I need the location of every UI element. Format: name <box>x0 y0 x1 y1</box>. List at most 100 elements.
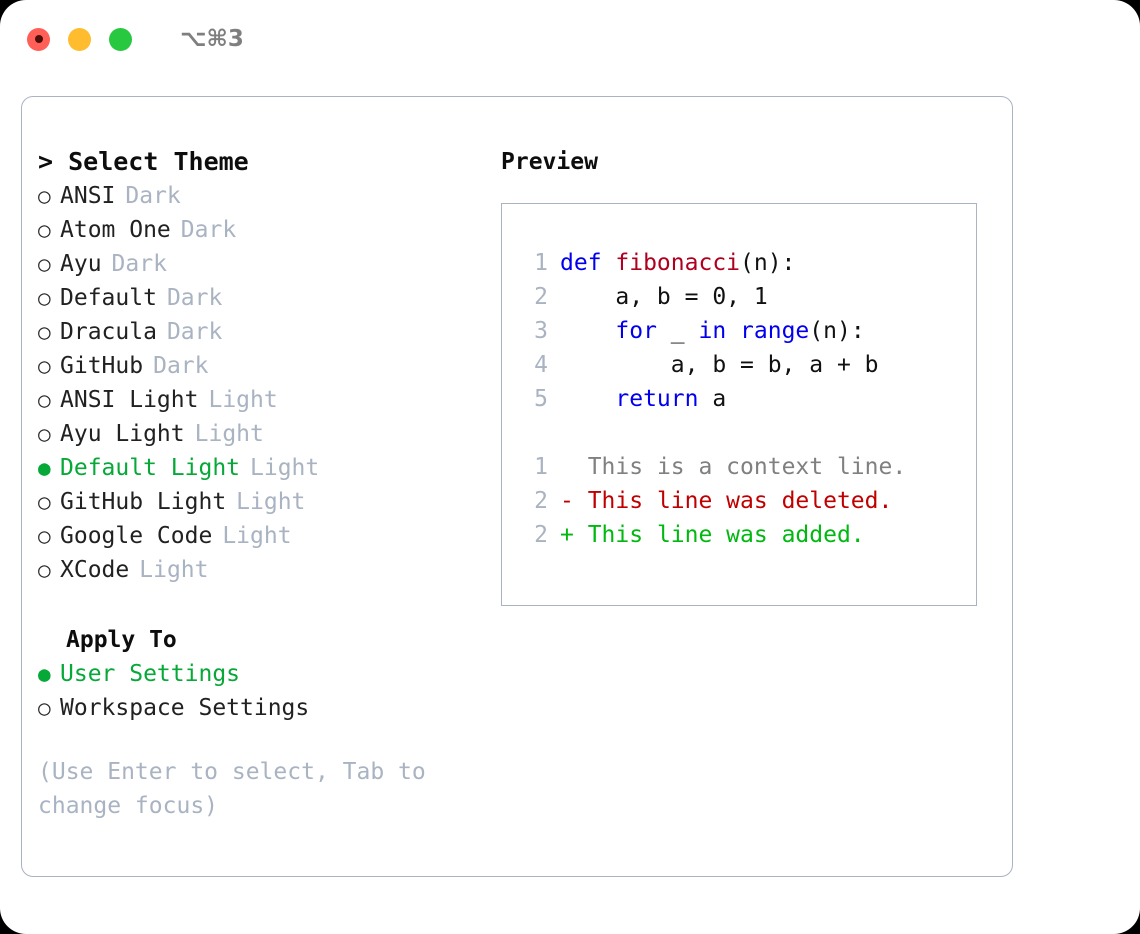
apply-to-option[interactable]: ○ Workspace Settings <box>38 691 488 725</box>
code-token: for <box>615 318 671 344</box>
code-line-number: 2 <box>534 284 548 310</box>
code-token: def <box>560 250 616 276</box>
theme-list-item[interactable]: ○ GitHub Dark <box>38 349 488 383</box>
apply-to-option[interactable]: ● User Settings <box>38 657 488 691</box>
diff-text: This line was added. <box>587 522 865 548</box>
radio-unselected-icon[interactable]: ○ <box>38 184 51 208</box>
radio-selected-icon[interactable]: ● <box>38 662 51 686</box>
theme-name-label: GitHub Light <box>60 489 227 515</box>
code-token: fibonacci <box>615 250 741 276</box>
theme-list-item[interactable]: ○ Atom One Dark <box>38 213 488 247</box>
theme-mode-tag: Dark <box>166 319 223 345</box>
diff-text: This is a context line. <box>587 454 907 480</box>
select-theme-heading: > Select Theme <box>38 147 249 176</box>
close-button[interactable] <box>27 27 50 51</box>
theme-name-label: XCode <box>60 557 130 583</box>
theme-name-label: Atom One <box>60 217 171 243</box>
apply-to-label: User Settings <box>60 661 241 687</box>
code-token <box>560 314 615 348</box>
code-line-number: 4 <box>534 352 548 378</box>
theme-mode-tag: Dark <box>125 183 181 209</box>
radio-unselected-icon[interactable]: ○ <box>38 696 51 720</box>
theme-name-label: Google Code <box>60 523 213 549</box>
radio-unselected-icon[interactable]: ○ <box>38 286 51 310</box>
radio-unselected-icon[interactable]: ○ <box>38 490 51 514</box>
theme-list-item[interactable]: ○ ANSI Light Light <box>38 383 488 417</box>
radio-unselected-icon[interactable]: ○ <box>38 388 51 412</box>
theme-list-item[interactable]: ○ GitHub Light Light <box>38 485 488 519</box>
maximize-button[interactable] <box>109 27 132 51</box>
diff-line-number: 1 <box>534 454 548 480</box>
window-controls <box>27 27 132 51</box>
code-line: 4 a, b = b, a + b <box>518 348 906 382</box>
diff-line-number: 2 <box>534 522 548 548</box>
theme-name-label: GitHub <box>60 353 144 379</box>
theme-list-item[interactable]: ○ XCode Light <box>38 553 488 587</box>
theme-name-label: Dracula <box>60 319 157 345</box>
code-line-number: 5 <box>534 386 548 412</box>
keyboard-hint-text: (Use Enter to select, Tab to change focu… <box>38 759 440 819</box>
radio-unselected-icon[interactable]: ○ <box>38 558 51 582</box>
radio-unselected-icon[interactable]: ○ <box>38 354 51 378</box>
radio-unselected-icon[interactable]: ○ <box>38 218 51 242</box>
code-line: 1 def fibonacci(n): <box>518 246 906 280</box>
theme-mode-tag: Light <box>222 523 292 549</box>
diff-line-number: 2 <box>534 488 548 514</box>
theme-mode-tag: Dark <box>166 285 223 311</box>
diff-marker <box>560 450 588 484</box>
diff-line: 1 This is a context line. <box>518 450 906 484</box>
radio-selected-icon[interactable]: ● <box>38 456 51 480</box>
code-token: (n): <box>740 250 796 276</box>
minimize-button[interactable] <box>68 27 91 51</box>
theme-name-label: ANSI <box>60 183 116 209</box>
apply-to-label: Workspace Settings <box>60 695 310 721</box>
code-token <box>560 382 615 416</box>
code-token: return <box>615 386 713 412</box>
code-line: 2 a, b = 0, 1 <box>518 280 906 314</box>
radio-unselected-icon[interactable]: ○ <box>38 252 51 276</box>
theme-mode-tag: Light <box>139 557 209 583</box>
code-token: a <box>712 386 727 412</box>
theme-mode-tag: Light <box>250 455 320 481</box>
theme-mode-tag: Dark <box>111 251 167 277</box>
theme-mode-tag: Light <box>236 489 306 515</box>
code-line: 5 return a <box>518 382 906 416</box>
code-token: range <box>740 318 810 344</box>
code-token: _ <box>670 318 699 344</box>
code-line-number: 3 <box>534 318 548 344</box>
code-token: (n): <box>809 318 865 344</box>
diff-text: This line was deleted. <box>587 488 893 514</box>
theme-name-label: ANSI Light <box>60 387 199 413</box>
diff-line: 2- This line was deleted. <box>518 484 906 518</box>
spacer <box>38 587 488 623</box>
theme-list-item[interactable]: ○ ANSI Dark <box>38 179 488 213</box>
diff-line: 2 + This line was added. <box>518 518 906 552</box>
theme-mode-tag: Dark <box>153 353 209 379</box>
radio-unselected-icon[interactable]: ○ <box>38 524 51 548</box>
theme-mode-tag: Light <box>208 387 278 413</box>
theme-list-item[interactable]: ○ Dracula Dark <box>38 315 488 349</box>
code-token: in <box>698 318 741 344</box>
code-diff-separator <box>518 416 906 450</box>
radio-unselected-icon[interactable]: ○ <box>38 422 51 446</box>
theme-name-label: Ayu Light <box>60 421 185 447</box>
radio-unselected-icon[interactable]: ○ <box>38 320 51 344</box>
theme-mode-tag: Dark <box>180 217 237 243</box>
theme-list-item[interactable]: ○ Google Code Light <box>38 519 488 553</box>
code-token: a, b = 0, 1 <box>560 284 768 310</box>
apply-to-list[interactable]: ● User Settings ○ Workspace Settings <box>38 657 488 725</box>
apply-to-heading: Apply To <box>66 627 177 653</box>
preview-heading: Preview <box>501 149 598 175</box>
diff-marker: + <box>560 522 588 548</box>
code-line-number: 1 <box>534 250 548 276</box>
